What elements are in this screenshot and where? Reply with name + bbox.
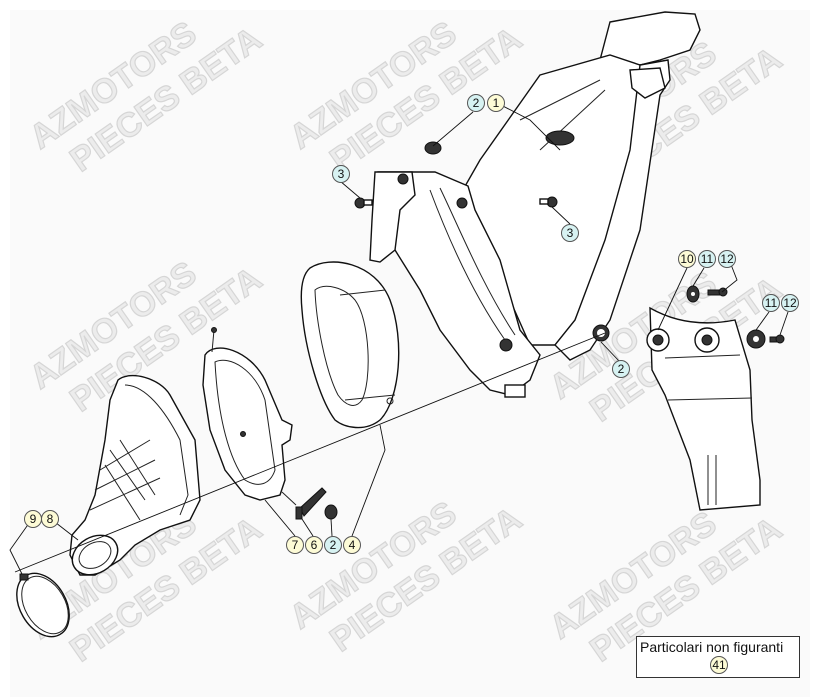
grommet-top[interactable] [424,141,442,155]
callout-2[interactable]: 2 [324,536,342,554]
callout-12[interactable]: 12 [781,294,799,312]
rear-frame-part[interactable] [369,11,701,398]
legend-title: Particolari non figuranti [640,639,784,655]
grommet-right[interactable] [592,324,610,342]
hose-clamp-part[interactable] [6,564,80,646]
leader-lines [9,102,789,575]
callout-7[interactable]: 7 [286,536,304,554]
callout-1[interactable]: 1 [487,94,505,112]
assembly-axis-line [14,332,606,573]
callout-3[interactable]: 3 [561,224,579,242]
callout-2[interactable]: 2 [467,94,485,112]
washer-right[interactable] [746,329,766,349]
mudguard-shield-part[interactable] [646,306,761,511]
callout-10[interactable]: 10 [678,250,696,268]
callout-3[interactable]: 3 [332,165,350,183]
callout-11[interactable]: 11 [762,294,780,312]
grommet-bottom[interactable] [324,504,338,520]
screw-right[interactable] [539,196,558,208]
callout-4[interactable]: 4 [343,536,361,554]
screw-top[interactable] [707,287,728,297]
intake-boot-part[interactable] [65,374,201,583]
callout-8[interactable]: 8 [41,510,59,528]
filter-clip-part[interactable] [295,487,327,520]
non-illustrated-parts-legend: Particolari non figuranti 41 [636,636,800,678]
screw-side[interactable] [769,334,785,344]
callout-41[interactable]: 41 [710,656,728,674]
washer-top[interactable] [686,285,700,303]
callout-11[interactable]: 11 [698,250,716,268]
filter-cage-part[interactable] [202,327,297,506]
screw-left[interactable] [354,197,373,209]
air-filter-part[interactable] [300,261,400,429]
callout-12[interactable]: 12 [718,250,736,268]
callout-9[interactable]: 9 [24,510,42,528]
callout-2[interactable]: 2 [612,360,630,378]
callout-6[interactable]: 6 [305,536,323,554]
